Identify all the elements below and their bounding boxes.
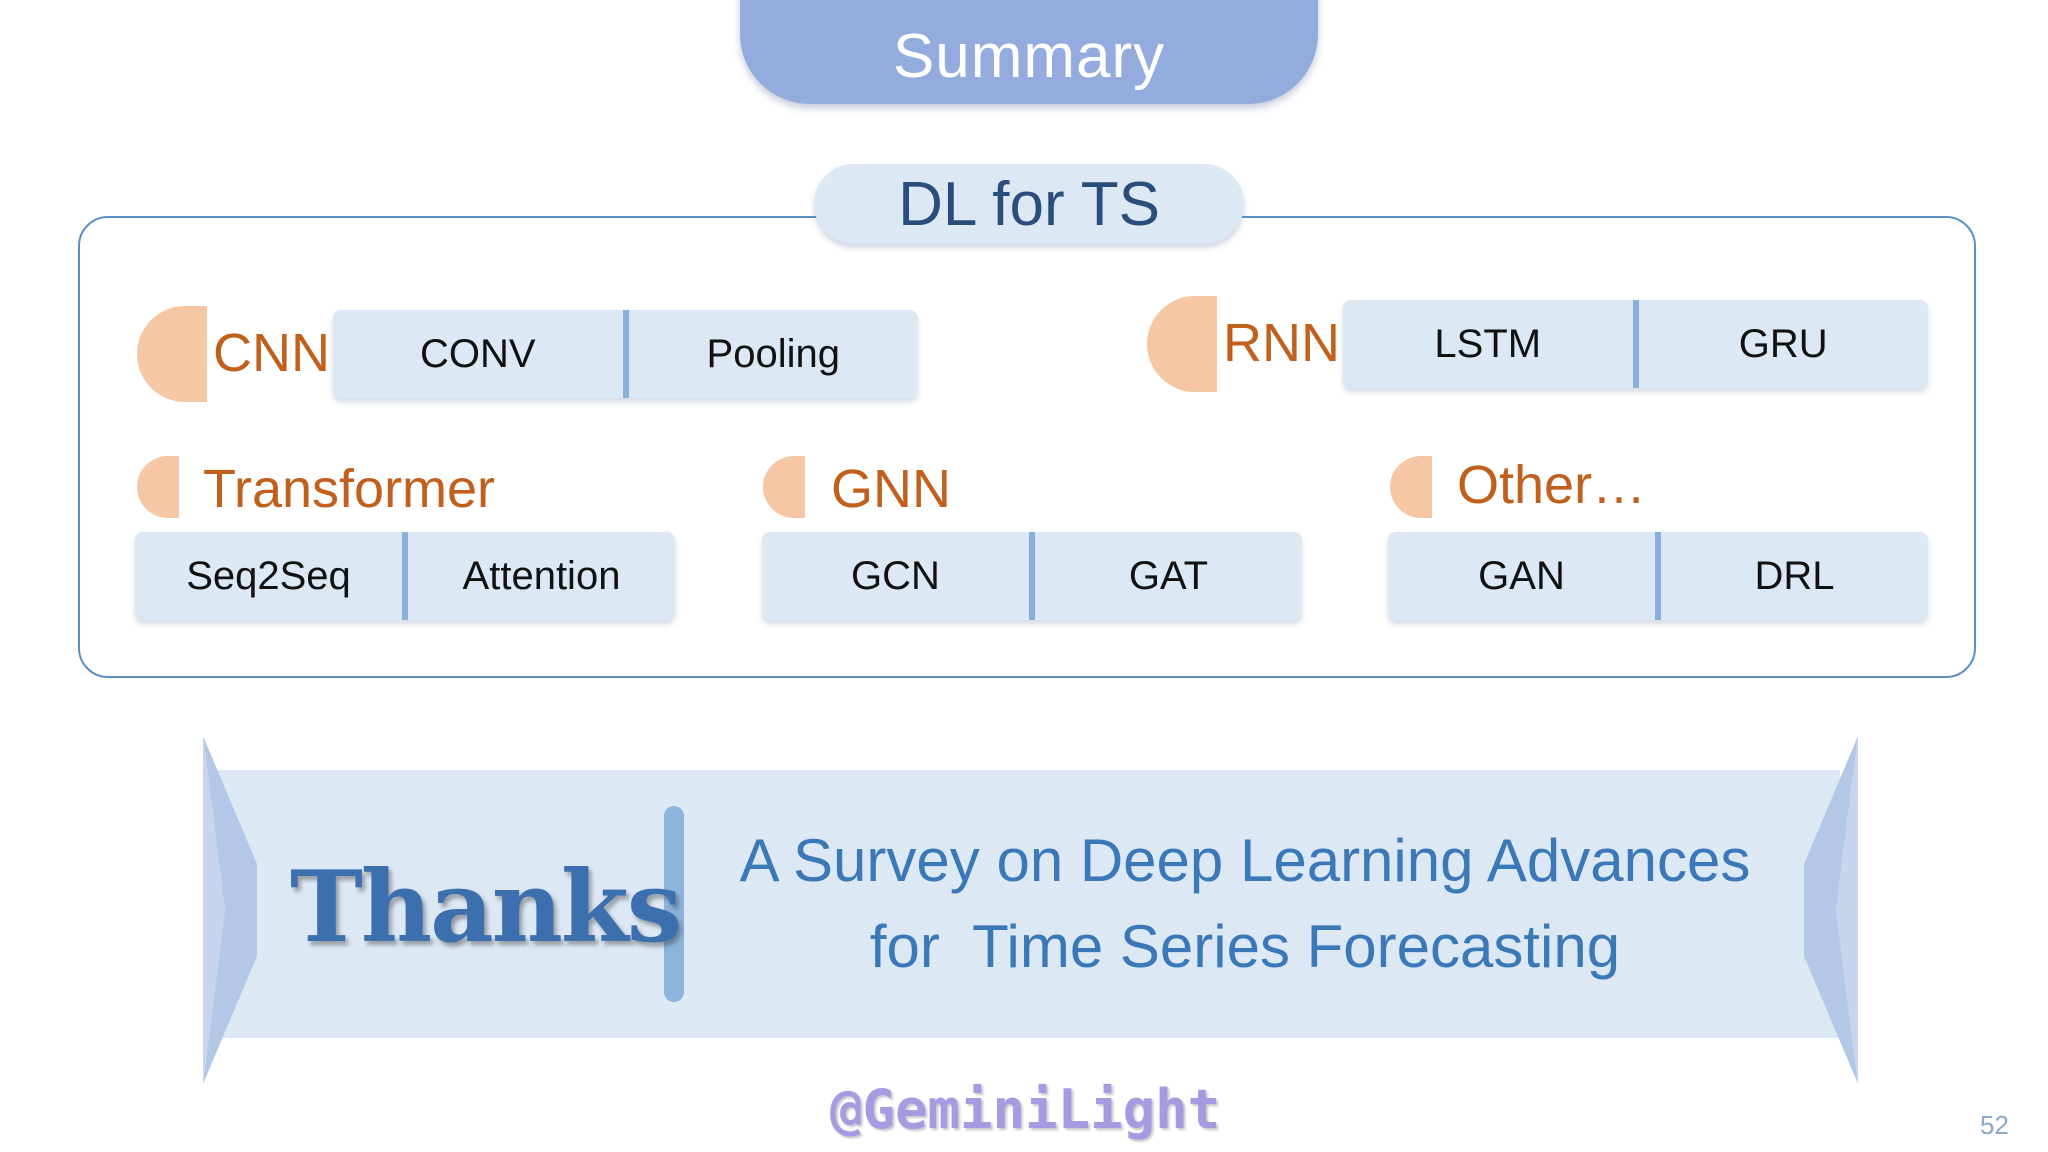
rnn-items: LSTM GRU — [1343, 300, 1928, 388]
pill-divider — [622, 310, 629, 398]
cnn-marker-icon — [137, 306, 207, 402]
other-items: GAN DRL — [1388, 532, 1928, 620]
gnn-label: GNN — [831, 459, 951, 519]
transformer-items: Seq2Seq Attention — [135, 532, 675, 620]
frame-title-badge: DL for TS — [814, 164, 1244, 244]
gnn-item-gcn: GCN — [851, 553, 940, 598]
frame-title: DL for TS — [898, 169, 1160, 239]
survey-title-line-1: A Survey on Deep Learning Advances — [739, 827, 1751, 894]
cnn-item-conv: CONV — [419, 331, 536, 376]
page-number: 52 — [1980, 1110, 2009, 1140]
pill-divider — [402, 532, 408, 620]
other-item-gan: GAN — [1478, 553, 1565, 598]
thanks-heading: Thanks — [290, 850, 682, 965]
survey-title-line-2: for Time Series Forecasting — [869, 913, 1621, 980]
pill-divider — [1632, 300, 1639, 388]
cnn-item-pooling: Pooling — [706, 331, 840, 376]
banner-divider — [664, 806, 684, 1002]
cnn-items: CONV Pooling — [333, 310, 918, 398]
rnn-marker-icon — [1147, 296, 1217, 392]
cnn-label: CNN — [213, 323, 330, 383]
banner-left-arrow-icon — [203, 736, 257, 1084]
rnn-label: RNN — [1223, 313, 1340, 373]
transformer-item-attention: Attention — [462, 553, 621, 598]
rnn-item-gru: GRU — [1738, 321, 1828, 366]
transformer-label: Transformer — [203, 459, 496, 519]
slide-title-tab: Summary — [740, 0, 1318, 104]
gnn-item-gat: GAT — [1128, 553, 1209, 598]
pill-divider — [1029, 532, 1035, 620]
survey-title: A Survey on Deep Learning Advances for T… — [705, 818, 1785, 990]
slide-title: Summary — [892, 22, 1166, 91]
gnn-marker-icon — [763, 456, 805, 518]
other-label: Other… — [1457, 455, 1647, 515]
rnn-item-lstm: LSTM — [1434, 321, 1542, 366]
transformer-marker-icon — [137, 456, 179, 518]
banner-right-arrow-icon — [1804, 736, 1858, 1084]
pill-divider — [1655, 532, 1661, 620]
gnn-items: GCN GAT — [762, 532, 1302, 620]
other-item-drl: DRL — [1754, 553, 1835, 598]
thanks-banner — [215, 770, 1840, 1038]
other-marker-icon — [1390, 456, 1432, 518]
transformer-item-seq2seq: Seq2Seq — [186, 553, 351, 598]
author-handle: @GeminiLight — [830, 1078, 1221, 1141]
